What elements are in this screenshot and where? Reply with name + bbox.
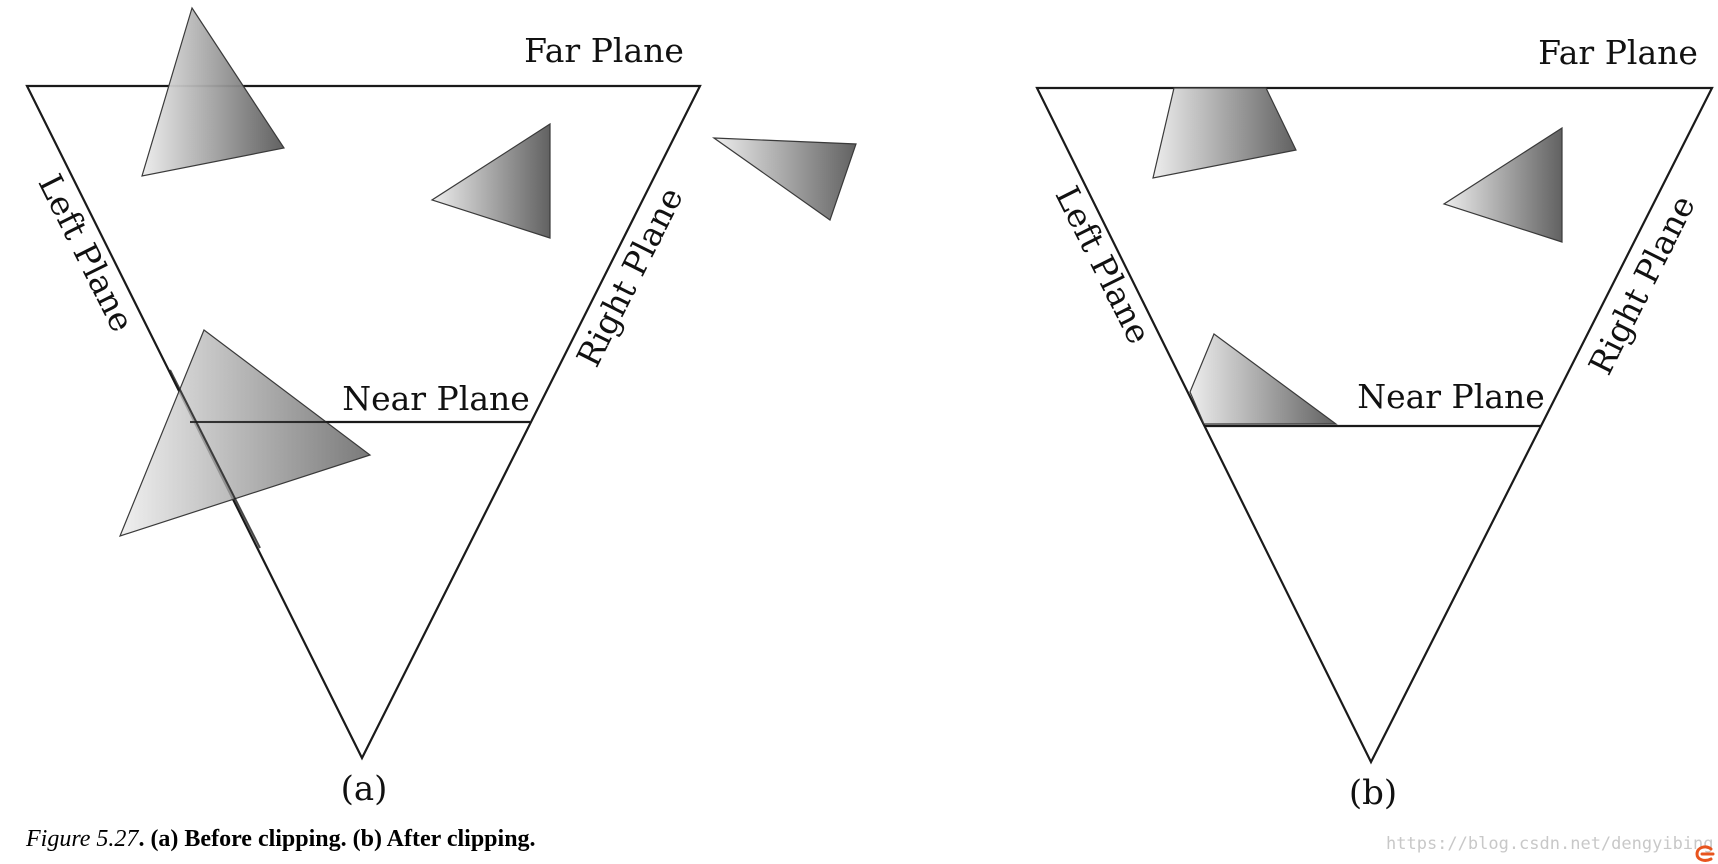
right-plane-label-b: Right Plane — [1581, 189, 1703, 381]
panel-b: Far Plane Near Plane Left Plane Right Pl… — [1035, 33, 1714, 813]
panel-a-label: (a) — [341, 769, 388, 809]
figure-caption-text: . (a) Before clipping. (b) After clippin… — [138, 826, 536, 852]
watermark-url: https://blog.csdn.net/dengyibing — [1386, 834, 1714, 854]
frustum-outline-b — [1035, 86, 1714, 765]
watermark-logo-icon — [1695, 845, 1715, 862]
left-plane-label-b: Left Plane — [1048, 180, 1159, 350]
left-plane-label-a: Left Plane — [31, 168, 142, 338]
triangle-outside-right-a — [711, 137, 857, 221]
near-plane-label-a: Near Plane — [342, 379, 530, 418]
far-plane-label-b: Far Plane — [1538, 33, 1698, 72]
triangle-near-crossing-a — [118, 329, 372, 537]
left-plane-edge-overlay-a — [169, 369, 261, 549]
triangle-inside-b — [1442, 126, 1563, 243]
figure-caption-lead: Figure 5.27 — [26, 826, 139, 852]
triangle-near-clipped-b — [1189, 333, 1338, 425]
far-plane-label-a: Far Plane — [524, 31, 684, 70]
triangle-inside-a — [430, 122, 551, 239]
near-plane-label-b: Near Plane — [1357, 377, 1545, 416]
panel-b-label: (b) — [1349, 773, 1397, 813]
right-plane-label-a: Right Plane — [569, 181, 691, 373]
panel-a: Far Plane Near Plane Left Plane Right Pl… — [25, 6, 857, 809]
figure-caption: Figure 5.27. (a) Before clipping. (b) Af… — [26, 826, 536, 853]
triangle-far-crossing-a — [141, 6, 285, 177]
triangle-far-clipped-b — [1152, 87, 1297, 179]
